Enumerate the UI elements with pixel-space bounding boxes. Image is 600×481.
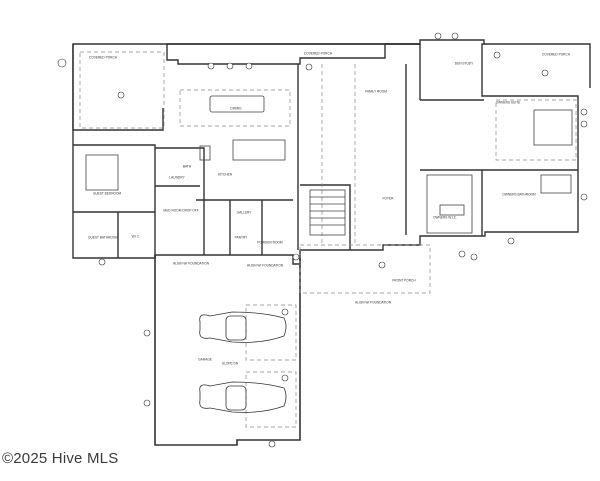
room-den: DEN STUDY <box>454 61 474 66</box>
room-owners-suite: OWNERS SUITE <box>495 100 521 105</box>
room-owners-bathroom: OWNERS BATHROOM <box>502 192 536 197</box>
room-guest-bathroom: GUEST BATHROOM <box>88 235 118 240</box>
annotation-slope: SLOPE DN <box>221 361 239 366</box>
room-mudroom: MUD ROOM DROP OFF <box>163 208 199 213</box>
room-covered-porch-left: COVERED PORCH <box>88 55 118 60</box>
room-front-porch: FRONT PORCH <box>392 278 416 283</box>
room-kitchen: KITCHEN <box>218 172 232 177</box>
room-powder-room: POWDER ROOM <box>257 240 283 245</box>
room-bath: BATH <box>182 164 192 169</box>
room-foyer: FOYER <box>382 196 394 201</box>
room-wic-guest: W.I.C. <box>131 234 141 239</box>
room-gallery: GALLERY <box>236 210 252 215</box>
annotation-align-foundation: ALIGN W/ FOUNDATION <box>246 263 284 268</box>
room-owners-wic: OWNERS W.I.C. <box>433 215 457 220</box>
room-covered-porch-right: COVERED PORCH <box>541 52 571 57</box>
room-guest-bedroom: GUEST BEDROOM <box>92 191 122 196</box>
room-family-room: FAMILY ROOM <box>365 89 387 94</box>
room-covered-porch-top: COVERED PORCH <box>303 51 333 56</box>
room-dining: DINING <box>230 106 242 111</box>
annotation-align-foundation: ALIGN W/ FOUNDATION <box>354 300 392 305</box>
room-garage: GARAGE <box>198 357 212 362</box>
watermark: ©2025 Hive MLS <box>2 450 119 467</box>
room-pantry: PANTRY <box>234 235 248 240</box>
room-laundry: LAUNDRY <box>169 175 185 180</box>
annotation-align-foundation: ALIGN W/ FOUNDATION <box>172 261 210 266</box>
